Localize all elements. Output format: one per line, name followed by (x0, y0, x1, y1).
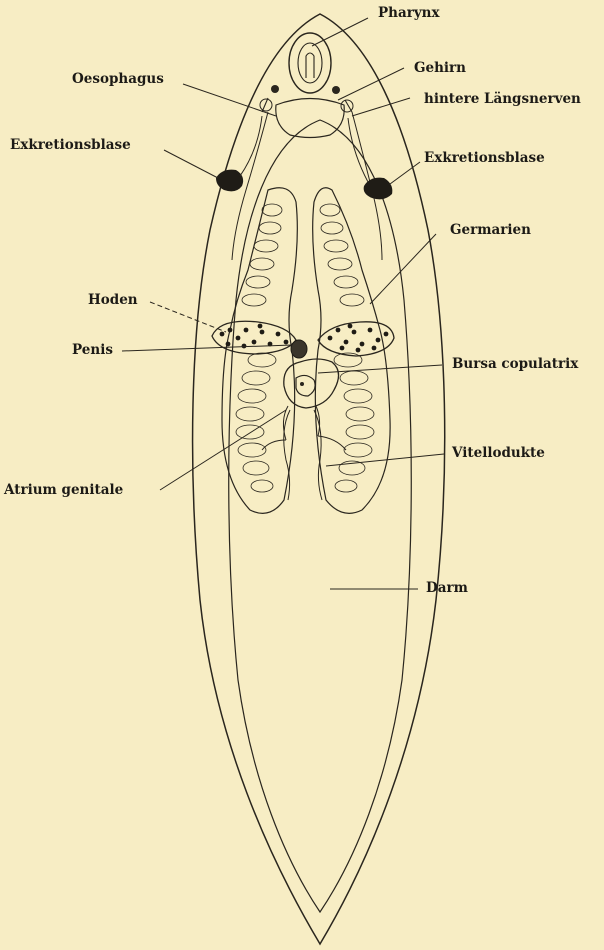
label-oesophagus: Oesophagus (72, 73, 164, 87)
label-atrium-genitale: Atrium genitale (4, 484, 123, 498)
penis-shape (291, 340, 307, 358)
label-hoden: Hoden (88, 294, 138, 308)
label-pharynx: Pharynx (378, 7, 440, 21)
bursa-copulatrix-shape (284, 359, 339, 408)
hoden-left (212, 321, 296, 354)
label-germarien: Germarien (450, 224, 531, 238)
pharynx (289, 33, 331, 93)
label-darm: Darm (426, 582, 468, 596)
label-penis: Penis (72, 344, 113, 358)
label-exkretionsblase-right: Exkretionsblase (424, 152, 545, 166)
label-exkretionsblase-left: Exkretionsblase (10, 139, 131, 153)
label-hintere-laengsnerven: hintere Längsnerven (424, 93, 581, 107)
germarium-right (313, 188, 390, 514)
label-gehirn: Gehirn (414, 62, 466, 76)
germarium-right-cells (320, 204, 374, 492)
leader-lines (122, 18, 444, 589)
germarium-left (222, 188, 297, 514)
atrium-shape (296, 375, 315, 396)
label-vitellodukte: Vitellodukte (452, 447, 545, 461)
vitellodukt-right (314, 410, 322, 500)
label-bursa-copulatrix: Bursa copulatrix (452, 358, 578, 372)
